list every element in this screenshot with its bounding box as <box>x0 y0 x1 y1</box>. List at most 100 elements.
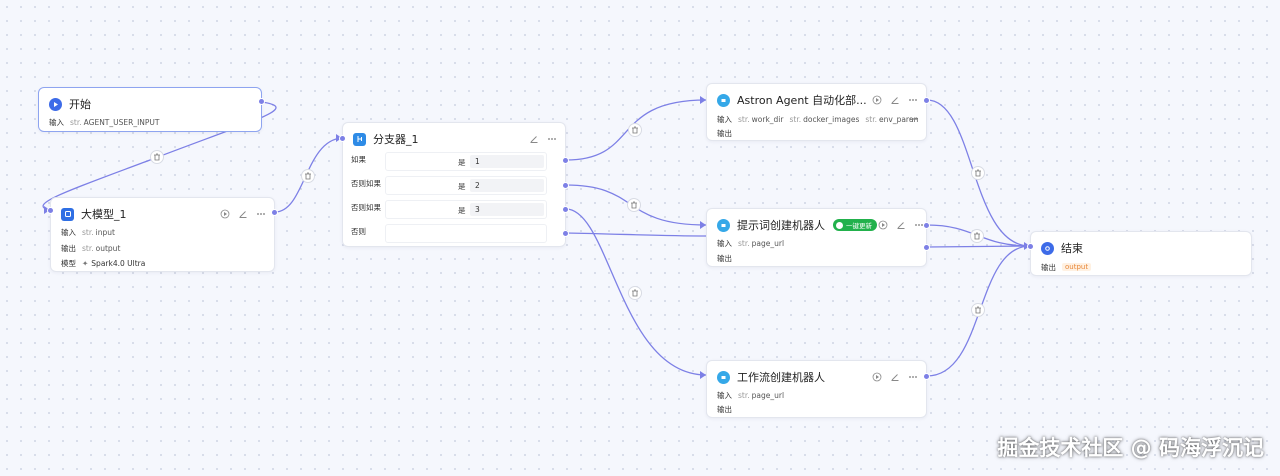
output-handle-else[interactable] <box>562 230 569 237</box>
more-icon[interactable] <box>907 372 918 383</box>
watermark: 掘金技术社区 @ 码海浮沉记 <box>997 436 1264 460</box>
run-icon[interactable] <box>219 209 230 220</box>
model-value: Spark4.0 Ultra <box>91 258 146 268</box>
branch-icon <box>353 132 366 146</box>
astron-input-arrow <box>700 96 706 104</box>
more-icon[interactable] <box>913 220 924 231</box>
node-title: 开始 <box>69 98 91 111</box>
input-handle[interactable] <box>1027 243 1034 250</box>
edge-delete-trash-icon[interactable] <box>628 286 642 300</box>
input-handle[interactable] <box>339 135 346 142</box>
input-param: str.AGENT_USER_INPUT <box>70 117 160 127</box>
output-handle-if[interactable] <box>562 157 569 164</box>
branch-condition-row[interactable]: 是 2 <box>385 176 547 195</box>
branch-else-label: 否则 <box>351 227 366 236</box>
edge-delete-trash-icon[interactable] <box>627 198 641 212</box>
workflow-robot-node[interactable]: 工作流创建机器人 输入 str.page_url 输出 <box>706 360 930 418</box>
more-params-icon[interactable] <box>907 113 918 124</box>
branch-condition-label: 如果 <box>351 155 366 164</box>
workflow-input-arrow <box>700 371 706 379</box>
output-label: 输出 <box>1041 262 1056 272</box>
edge-branch-workflow[interactable] <box>565 208 707 376</box>
edge-branch-astron[interactable] <box>565 99 707 161</box>
input-param: str.env_param <box>865 114 918 124</box>
node-title: 提示词创建机器人 <box>737 219 825 232</box>
edge-delete-trash-icon[interactable] <box>970 229 984 243</box>
input-param: str.work_dir <box>738 114 784 124</box>
node-title: 工作流创建机器人 <box>737 371 825 384</box>
condition-value: 1 <box>470 155 544 168</box>
condition-value: 2 <box>470 179 544 192</box>
output-handle[interactable] <box>258 98 265 105</box>
edit-icon[interactable] <box>889 95 900 106</box>
edge-delete-trash-icon[interactable] <box>628 123 642 137</box>
output-label: 输出 <box>717 404 732 414</box>
edge-delete-trash-icon[interactable] <box>971 303 985 317</box>
more-icon[interactable] <box>907 95 918 106</box>
agent-icon <box>717 370 730 384</box>
output-handle-2[interactable] <box>923 244 930 251</box>
start-node[interactable]: 开始 输入 str.AGENT_USER_INPUT <box>38 87 265 132</box>
output-label: 输出 <box>717 128 732 138</box>
edge-delete-trash-icon[interactable] <box>150 150 164 164</box>
branch-condition-label: 否则如果 <box>351 203 381 212</box>
condition-value: 3 <box>470 203 544 216</box>
output-label: 输出 <box>717 253 732 263</box>
output-param: str.output <box>82 243 121 253</box>
node-title: Astron Agent 自动化部... <box>737 94 867 107</box>
update-badge[interactable]: 一键更新 <box>833 219 877 231</box>
node-title: 分支器_1 <box>373 133 419 146</box>
condition-operator: 是 <box>458 158 466 167</box>
edit-icon[interactable] <box>528 134 539 145</box>
stop-icon <box>1041 241 1054 255</box>
edge-branch-else-prompt[interactable] <box>565 232 707 237</box>
branch-else-row[interactable] <box>385 224 547 243</box>
output-label: 输出 <box>61 243 76 253</box>
llm-icon <box>61 207 74 221</box>
run-icon[interactable] <box>871 372 882 383</box>
condition-operator: 是 <box>458 206 466 215</box>
astron-agent-node[interactable]: Astron Agent 自动化部... 输入 str.work_dir str… <box>706 83 930 141</box>
branch-node[interactable]: 分支器_1 如果 是 1 否则如果 是 2 否则如果 是 3 否则 <box>339 122 569 247</box>
branch-condition-row[interactable]: 是 1 <box>385 152 547 171</box>
run-icon[interactable] <box>871 95 882 106</box>
output-handle[interactable] <box>923 97 930 104</box>
more-icon[interactable] <box>255 209 266 220</box>
agent-icon <box>717 218 730 232</box>
llm-node[interactable]: 大模型_1 输入 str.input 输出 str.output 模型 ✦ Sp… <box>47 197 278 272</box>
output-param: output <box>1062 263 1092 271</box>
end-node[interactable]: 结束 输出 output <box>1027 231 1252 276</box>
output-handle[interactable] <box>923 373 930 380</box>
edge-delete-trash-icon[interactable] <box>971 166 985 180</box>
prompt-robot-node[interactable]: 提示词创建机器人 一键更新 输入 str.page_url 输出 <box>706 208 930 267</box>
input-label: 输入 <box>717 114 732 124</box>
input-label: 输入 <box>61 227 76 237</box>
more-icon[interactable] <box>546 134 557 145</box>
input-param: str.docker_images <box>789 114 860 124</box>
node-title: 大模型_1 <box>81 208 127 221</box>
input-label: 输入 <box>717 238 732 248</box>
output-handle-elif-1[interactable] <box>562 182 569 189</box>
agent-icon <box>717 93 730 107</box>
output-handle[interactable] <box>923 222 930 229</box>
edit-icon[interactable] <box>237 209 248 220</box>
edge-prompt-end-2[interactable] <box>926 245 1031 248</box>
input-param: str.page_url <box>738 390 785 400</box>
input-param: str.page_url <box>738 238 785 248</box>
refresh-icon <box>836 221 843 229</box>
edit-icon[interactable] <box>889 372 900 383</box>
edge-delete-trash-icon[interactable] <box>301 169 315 183</box>
condition-operator: 是 <box>458 182 466 191</box>
input-param: str.input <box>82 227 115 237</box>
output-handle[interactable] <box>271 209 278 216</box>
branch-condition-row[interactable]: 是 3 <box>385 200 547 219</box>
run-icon[interactable] <box>877 220 888 231</box>
output-handle-elif-2[interactable] <box>562 206 569 213</box>
branch-condition-label: 否则如果 <box>351 179 381 188</box>
spark-model-icon: ✦ <box>82 258 89 268</box>
edit-icon[interactable] <box>895 220 906 231</box>
input-handle[interactable] <box>47 207 54 214</box>
input-label: 输入 <box>49 117 64 127</box>
node-title: 结束 <box>1061 242 1083 255</box>
